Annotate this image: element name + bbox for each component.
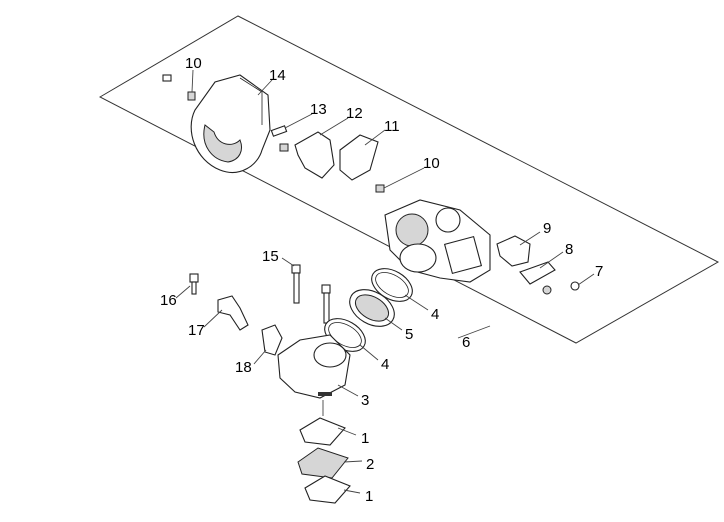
callout-12: 12 [346, 105, 363, 122]
callout-labels: 10 14 13 12 11 10 9 8 7 15 16 17 18 4 5 … [160, 55, 603, 505]
callout-1b: 1 [365, 488, 373, 505]
callout-10: 10 [185, 55, 202, 72]
callout-5: 5 [405, 326, 413, 343]
part-15-bolt[interactable] [291, 264, 331, 324]
callout-17: 17 [188, 322, 205, 339]
part-9-sensor[interactable] [496, 235, 531, 267]
part-12-bracket[interactable] [294, 131, 335, 179]
callout-7: 7 [595, 263, 603, 280]
callout-4: 4 [431, 306, 439, 323]
callout-11: 11 [384, 118, 400, 135]
part-17-fitting[interactable] [217, 295, 249, 331]
callout-8: 8 [565, 241, 573, 258]
callout-4b: 4 [381, 356, 389, 373]
part-5-rubber-sleeve[interactable] [343, 282, 401, 334]
part-11-plate[interactable] [339, 134, 379, 181]
callout-18: 18 [235, 359, 252, 376]
part-1-gasket-lower[interactable] [304, 475, 351, 504]
callout-3: 3 [361, 392, 369, 409]
part-13-pin[interactable] [270, 125, 289, 152]
part-10-screw-top[interactable] [162, 74, 196, 101]
callout-2: 2 [366, 456, 374, 473]
part-14-cover[interactable] [190, 74, 271, 173]
callout-14: 14 [269, 67, 286, 84]
callout-10b: 10 [423, 155, 440, 172]
part-throttle-body[interactable] [384, 199, 491, 283]
callout-9: 9 [543, 220, 551, 237]
part-8-bracket[interactable] [519, 261, 556, 285]
part-10-screw[interactable] [375, 184, 385, 193]
callout-16: 16 [160, 292, 177, 309]
callout-15: 15 [262, 248, 279, 265]
part-16-bolt[interactable] [189, 273, 199, 295]
part-7-screws[interactable] [542, 281, 580, 295]
leader-lines [175, 69, 595, 494]
part-3-intake-manifold[interactable] [277, 334, 351, 399]
part-1-gasket-upper[interactable] [299, 417, 346, 446]
callout-6: 6 [462, 334, 470, 351]
callout-13: 13 [310, 101, 327, 118]
part-18-injector[interactable] [261, 324, 283, 356]
callout-1: 1 [361, 430, 369, 447]
part-2-spacer[interactable] [297, 447, 349, 479]
